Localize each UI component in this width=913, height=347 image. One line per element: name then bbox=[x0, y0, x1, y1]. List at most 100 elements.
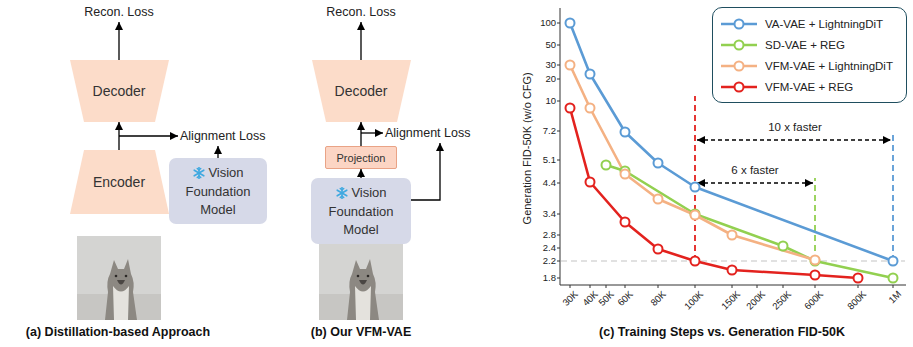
y-tick bbox=[557, 101, 560, 102]
legend-row: VFM-VAE + LightningDiT bbox=[719, 55, 900, 76]
x-tick-label: 600K bbox=[802, 289, 825, 312]
series-marker bbox=[654, 245, 663, 254]
series-marker bbox=[691, 210, 700, 219]
legend-row: SD-VAE + REG bbox=[719, 34, 900, 55]
legend-swatch bbox=[719, 39, 759, 51]
y-axis bbox=[560, 8, 561, 285]
flow-arrow bbox=[360, 169, 361, 178]
y-tick bbox=[557, 248, 560, 249]
series-marker bbox=[811, 271, 820, 280]
reference-line bbox=[694, 96, 696, 261]
node-text-wrap: Vision Foundation Model bbox=[169, 163, 267, 218]
legend-label: SD-VAE + REG bbox=[765, 39, 845, 51]
x-tick bbox=[757, 285, 758, 288]
series-marker bbox=[811, 256, 820, 265]
y-tick-label: 20 bbox=[545, 74, 556, 85]
node-text-wrap: Encoder bbox=[87, 173, 151, 191]
series-marker bbox=[691, 257, 700, 266]
legend-box: VA-VAE + LightningDiT SD-VAE + REG VFM-VAE… bbox=[712, 7, 907, 103]
y-tick-label: 2.8 bbox=[543, 230, 556, 241]
y-tick bbox=[557, 79, 560, 80]
legend-label: VFM-VAE + LightningDiT bbox=[765, 60, 893, 72]
x-tick-label: 800K bbox=[845, 289, 868, 312]
legend-swatch bbox=[719, 18, 759, 30]
legend-label: VA-VAE + LightningDiT bbox=[765, 18, 883, 30]
x-tick-label: 1M bbox=[887, 289, 904, 306]
x-tick bbox=[695, 285, 696, 288]
series-line bbox=[606, 165, 893, 278]
x-tick bbox=[658, 285, 659, 288]
node-label: Encoder bbox=[93, 174, 145, 190]
series-marker bbox=[586, 104, 595, 113]
panel-caption: (c) Training Steps vs. Generation FID-50… bbox=[599, 325, 845, 339]
x-tick-label: 60K bbox=[616, 289, 636, 309]
reference-line bbox=[892, 133, 894, 261]
series-marker bbox=[621, 218, 630, 227]
series-marker bbox=[621, 170, 630, 179]
legend-marker bbox=[735, 19, 744, 28]
y-tick-label: 2.2 bbox=[543, 256, 556, 267]
series-marker bbox=[854, 274, 863, 283]
x-tick-label: 30K bbox=[561, 289, 581, 309]
x-tick bbox=[893, 285, 894, 288]
series-marker bbox=[811, 257, 820, 266]
node-text-wrap: Decoder bbox=[329, 82, 394, 100]
trapezoid-shape bbox=[70, 60, 169, 122]
y-tick bbox=[557, 23, 560, 24]
x-tick-label: 80K bbox=[649, 289, 669, 309]
y-tick-label: 4.4 bbox=[543, 178, 556, 189]
y-tick-label: 30 bbox=[545, 60, 556, 71]
trapezoid-shape bbox=[70, 150, 169, 214]
y-tick-label: 3.4 bbox=[543, 209, 556, 220]
legend-row: VFM-VAE + REG bbox=[719, 76, 900, 97]
speedup-arrow bbox=[697, 139, 891, 140]
y-tick-label: 1.8 bbox=[543, 273, 556, 284]
node-label: Vision Foundation Model bbox=[328, 185, 393, 237]
series-marker bbox=[586, 178, 595, 187]
projection-box: Projection bbox=[325, 146, 397, 169]
x-tick-label: 100K bbox=[682, 289, 705, 312]
frozen-snowflake-icon bbox=[193, 167, 205, 179]
x-tick bbox=[732, 285, 733, 288]
y-tick-label: 100 bbox=[540, 18, 556, 29]
node-text-wrap: Vision Foundation Model bbox=[311, 183, 411, 238]
network-trapezoid: Decoder bbox=[312, 60, 411, 122]
series-marker bbox=[691, 183, 700, 192]
flow-arrow bbox=[360, 122, 361, 146]
loss-label: Alignment Loss bbox=[180, 129, 265, 143]
y-tick bbox=[557, 278, 560, 279]
y-tick-label: 2.4 bbox=[543, 243, 556, 254]
network-trapezoid: Decoder bbox=[70, 60, 169, 122]
x-tick bbox=[606, 285, 607, 288]
x-tick-label: 150K bbox=[719, 289, 742, 312]
input-image bbox=[319, 236, 403, 320]
x-axis bbox=[560, 285, 906, 286]
y-tick bbox=[557, 235, 560, 236]
node-text-wrap: Projection bbox=[334, 148, 389, 166]
series-marker bbox=[728, 266, 737, 275]
snowflake bbox=[338, 187, 348, 198]
series-marker bbox=[586, 70, 595, 79]
speedup-note: 10 x faster bbox=[768, 121, 822, 134]
snowflake bbox=[195, 167, 205, 178]
axis-title: Generation FID-50K (w/o CFG) bbox=[521, 72, 534, 224]
legend-swatch bbox=[719, 81, 759, 93]
y-tick bbox=[557, 45, 560, 46]
x-tick bbox=[815, 285, 816, 288]
input-image bbox=[77, 236, 161, 320]
node-label: Projection bbox=[337, 152, 386, 164]
legend-marker bbox=[735, 61, 744, 70]
x-tick bbox=[625, 285, 626, 288]
panel-caption: (b) Our VFM-VAE bbox=[311, 325, 411, 339]
network-trapezoid: Encoder bbox=[70, 150, 169, 214]
series-marker bbox=[621, 128, 630, 137]
x-tick bbox=[570, 285, 571, 288]
x-tick bbox=[858, 285, 859, 288]
node-text-wrap: Decoder bbox=[87, 82, 152, 100]
legend-row: VA-VAE + LightningDiT bbox=[719, 13, 900, 34]
series-line bbox=[570, 108, 858, 278]
y-tick bbox=[557, 214, 560, 215]
series-marker bbox=[779, 242, 788, 251]
panel-caption: (a) Distillation-based Approach bbox=[26, 325, 210, 339]
x-tick bbox=[590, 285, 591, 288]
